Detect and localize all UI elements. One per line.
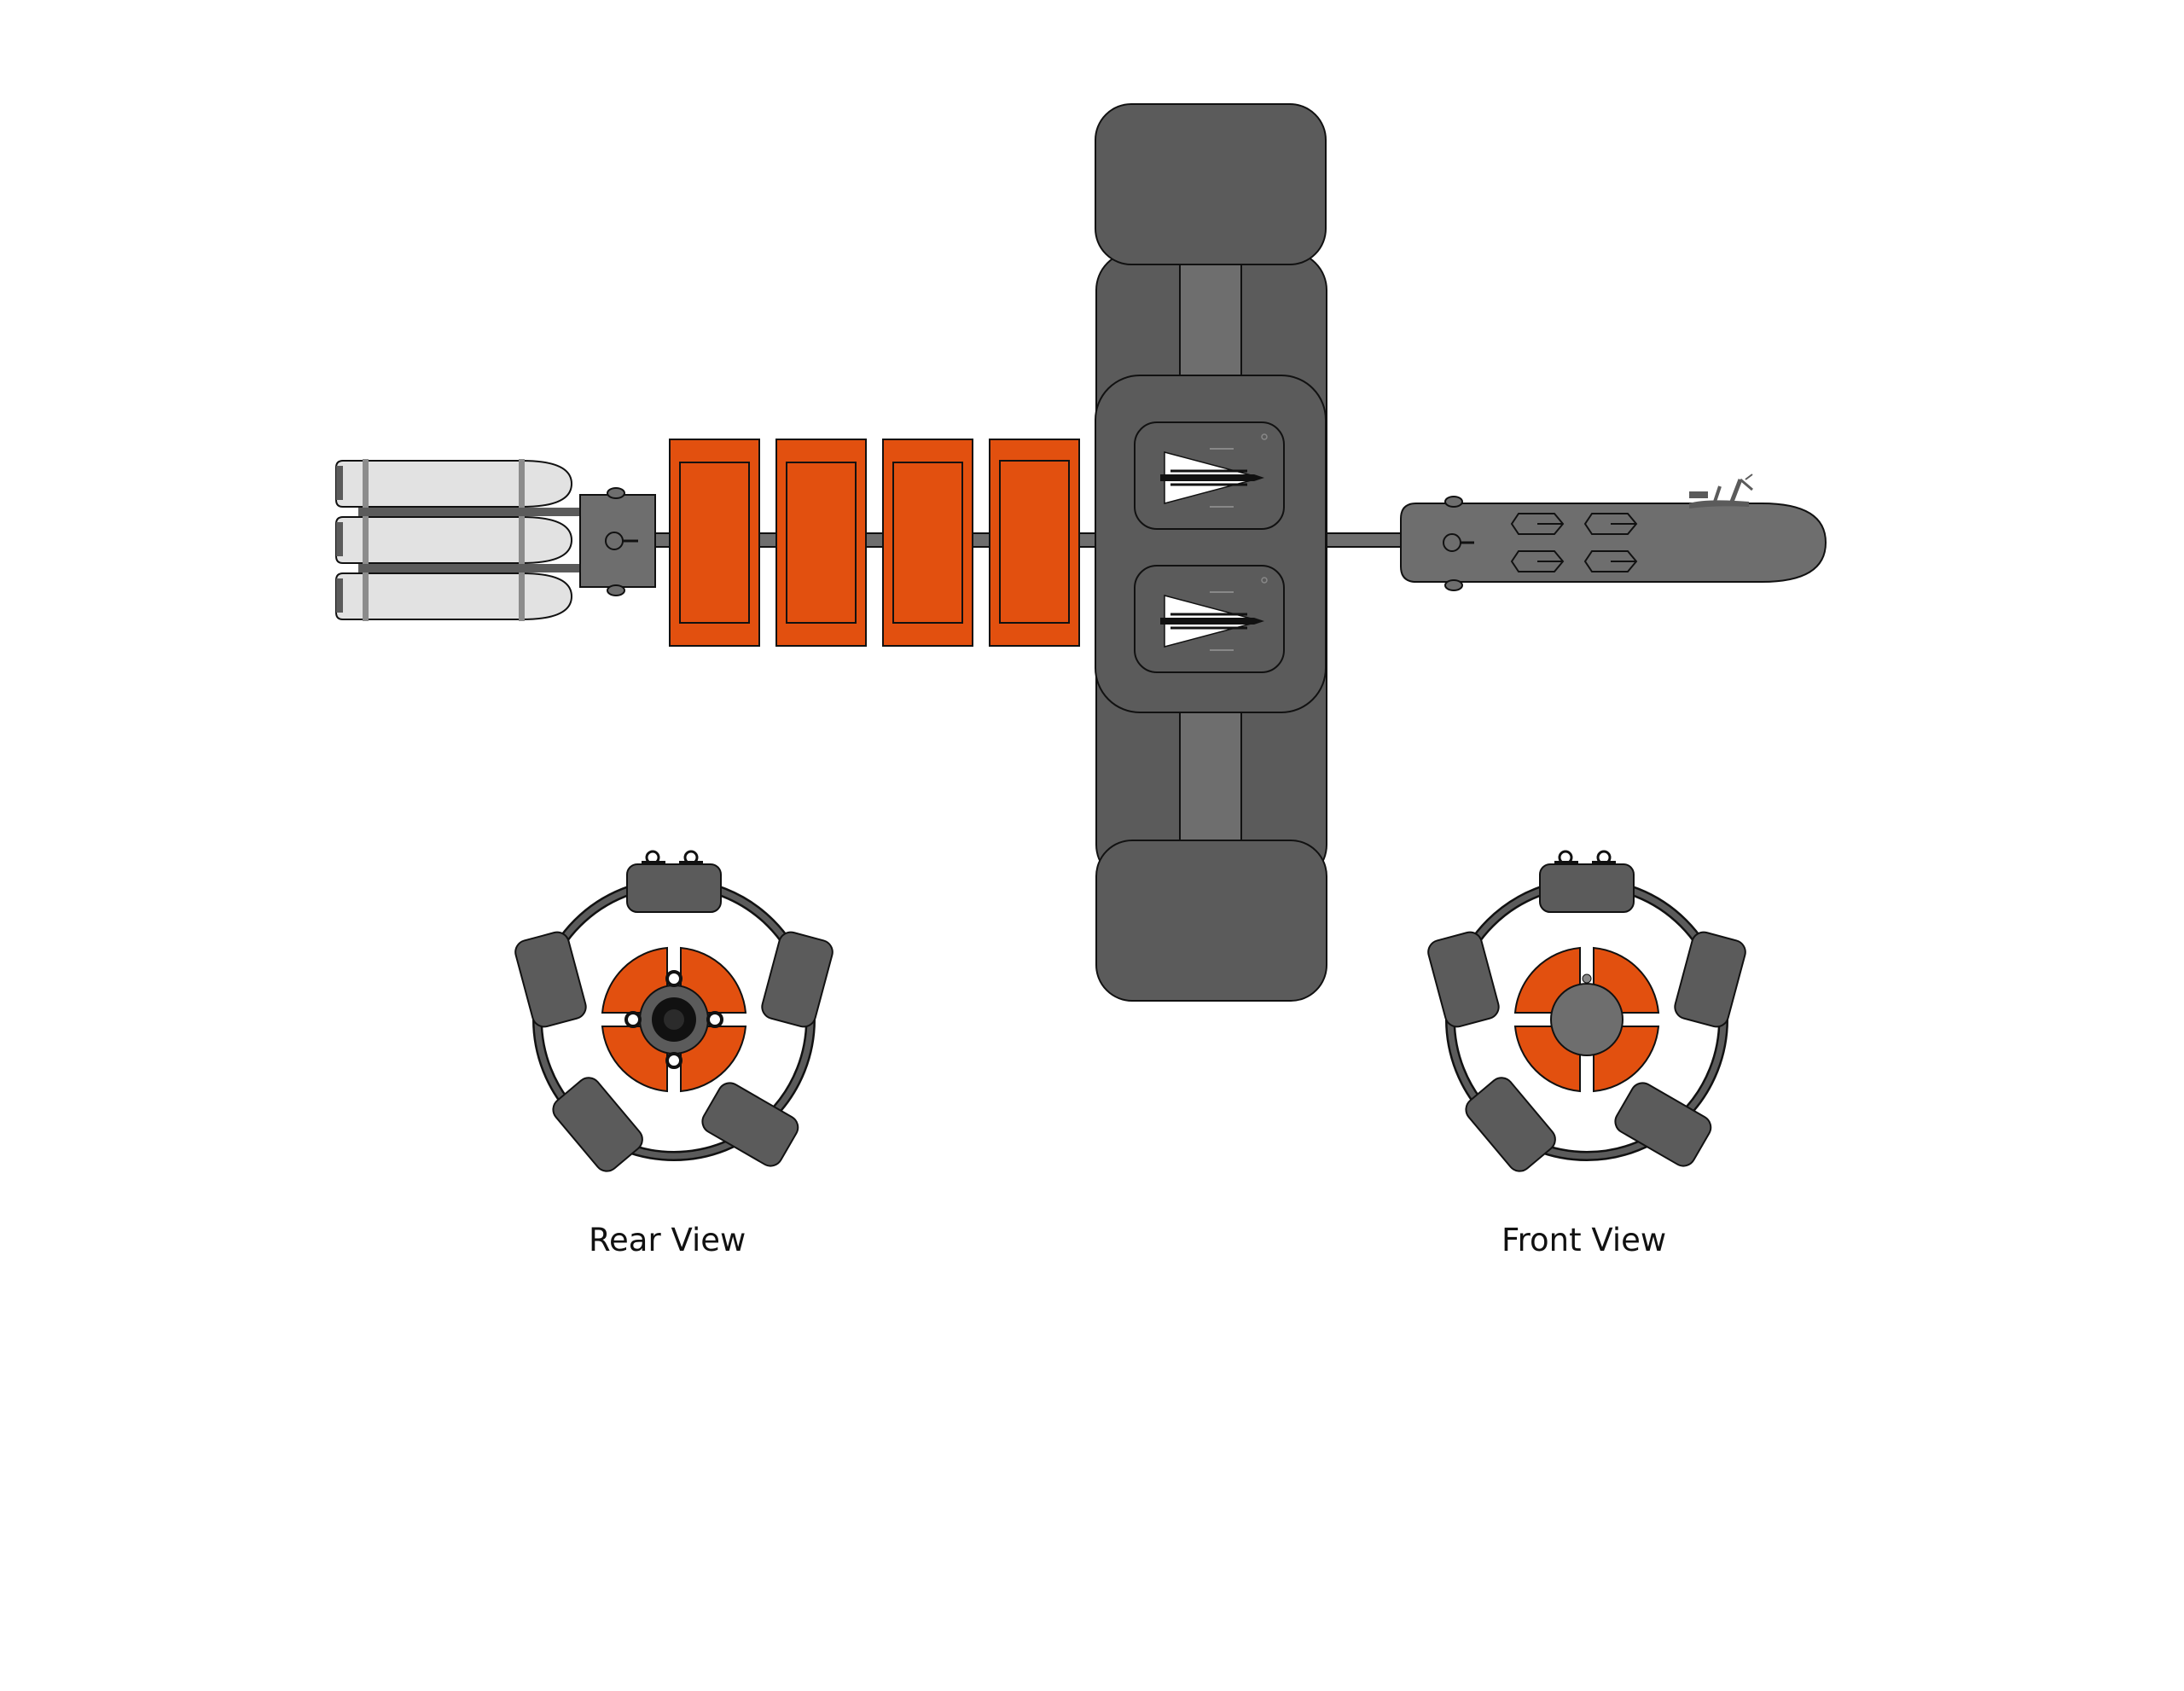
front-view	[1427, 850, 1746, 1172]
cargo-module	[989, 439, 1080, 647]
ring-pod	[1539, 850, 1635, 913]
tank-strap	[358, 564, 580, 572]
command-hull	[1400, 503, 1827, 583]
fuel-tank	[335, 460, 573, 508]
shuttle-icon	[1160, 433, 1268, 508]
tank-endcap	[336, 522, 343, 556]
rear-view-label: Rear View	[589, 1222, 746, 1258]
hub-port	[1444, 579, 1463, 591]
ring-pod	[1674, 931, 1746, 1028]
ring-pod	[701, 1082, 799, 1167]
tank-band	[363, 459, 369, 621]
ring-pod	[761, 931, 834, 1028]
hub-port	[1443, 533, 1461, 552]
rear-docking-hub	[579, 487, 656, 596]
tank-endcap	[336, 466, 343, 500]
command-nose	[1550, 983, 1623, 1056]
ring-pod	[1427, 931, 1500, 1028]
ring-pod	[552, 1077, 643, 1172]
habitat-pod	[1095, 840, 1327, 1002]
hub-port	[605, 532, 624, 550]
ring-spoke	[1179, 690, 1242, 863]
cargo-module	[669, 439, 760, 647]
cargo-module	[882, 439, 973, 647]
ring-pod	[626, 850, 722, 913]
front-view-label: Front View	[1502, 1222, 1667, 1258]
cargo-modules	[669, 439, 1080, 647]
ring-pod	[1614, 1082, 1712, 1167]
hub-port	[607, 584, 625, 596]
tank-strap	[358, 508, 580, 516]
fuel-tank-cluster	[335, 459, 580, 621]
hub-port	[1444, 496, 1463, 508]
antenna-icon	[1689, 474, 1753, 508]
tank-band	[519, 459, 525, 621]
ring-pod	[514, 931, 587, 1028]
cargo-module	[775, 439, 867, 647]
ring-pod	[1465, 1077, 1556, 1172]
tank-endcap	[336, 578, 343, 613]
habitat-pod	[1095, 103, 1327, 265]
command-module	[1400, 474, 1827, 591]
habitat-ring	[1095, 103, 1327, 1002]
rear-view	[514, 850, 834, 1172]
fuel-tank	[335, 516, 573, 564]
shuttle-icon	[1160, 577, 1268, 651]
fuel-tank	[335, 572, 573, 620]
hub-port	[607, 487, 625, 499]
top-view	[335, 103, 1827, 1002]
